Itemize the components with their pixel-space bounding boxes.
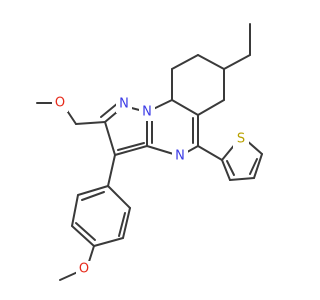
bond — [197, 99, 225, 116]
bond — [118, 212, 126, 237]
nitrogen-atom: N — [172, 148, 188, 165]
oxygen-atom: O — [52, 95, 68, 112]
atom-label-n1: N — [119, 97, 129, 112]
bond — [221, 159, 231, 181]
bond — [107, 185, 131, 209]
bond — [107, 154, 116, 187]
sulfur-atom: S — [233, 131, 249, 148]
bond — [75, 222, 96, 241]
bond — [122, 207, 131, 239]
structure-canvas: N N N O O S — [36, 23, 263, 281]
bond — [197, 145, 223, 161]
bond-layer — [36, 23, 263, 281]
bond — [81, 191, 105, 201]
bond — [71, 194, 79, 227]
bond — [226, 160, 235, 176]
atom-label-s1: S — [237, 132, 245, 147]
bond — [223, 54, 251, 70]
bond — [171, 99, 199, 116]
bond — [197, 54, 225, 70]
bond — [100, 102, 119, 118]
bond — [253, 153, 263, 179]
bond — [114, 145, 148, 156]
atom-label-layer: N N N O O S — [52, 95, 249, 278]
atom-label-o2: O — [79, 262, 89, 277]
bond — [229, 177, 255, 181]
atom-label-o1: O — [55, 96, 65, 111]
atom-label-n2: N — [142, 105, 152, 120]
atom-label-n3: N — [175, 149, 185, 164]
bond — [104, 121, 116, 156]
bond — [117, 142, 145, 151]
bond — [75, 121, 106, 125]
bond — [171, 54, 199, 70]
bond — [77, 185, 109, 196]
nitrogen-atom: N — [116, 96, 132, 113]
nitrogen-atom: N — [139, 104, 155, 121]
bond — [249, 158, 258, 175]
bond — [71, 225, 95, 247]
oxygen-atom: O — [76, 261, 92, 278]
bond — [93, 237, 124, 247]
molecule-drawing: N N N O O S — [36, 23, 263, 281]
